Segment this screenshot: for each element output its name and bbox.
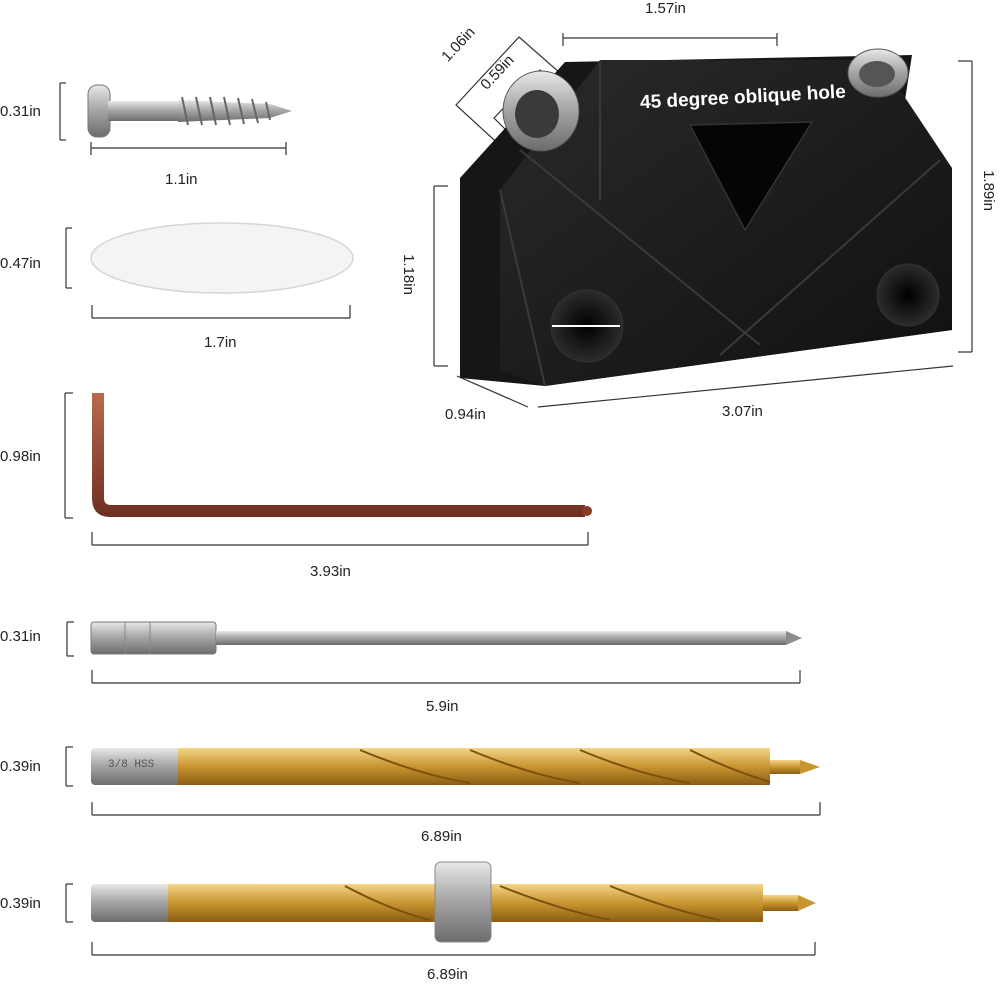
drill-bit-2: [65, 861, 816, 956]
dowel-length-label: 1.7in: [204, 334, 237, 351]
hex-key: [64, 392, 592, 546]
hex-key-length-label: 3.93in: [310, 563, 351, 580]
screw: [59, 82, 292, 155]
jig-height-right-label: 1.89in: [979, 170, 997, 211]
screwdriver-bit-length-label: 5.9in: [426, 698, 459, 715]
hex-key-height-label: 0.98in: [0, 448, 41, 465]
drill-bit-1-engraving: 3/8 HSS: [108, 759, 155, 771]
drill-bit-2-length-label: 6.89in: [427, 966, 468, 983]
jig-depth-label: 0.94in: [445, 406, 486, 423]
pocket-hole-jig: [433, 33, 973, 408]
jig-top-width-label: 1.57in: [645, 0, 686, 17]
drill-bit-1-height-label: 0.39in: [0, 758, 41, 775]
jig-height-left-label: 1.18in: [399, 254, 417, 295]
screwdriver-bit: [66, 621, 802, 684]
dowel-height-label: 0.47in: [0, 255, 41, 272]
screwdriver-bit-height-label: 0.31in: [0, 628, 41, 645]
jig-length-label: 3.07in: [722, 403, 763, 420]
drill-bit-1-length-label: 6.89in: [421, 828, 462, 845]
screw-length-label: 1.1in: [165, 171, 198, 188]
dowel-plug: [65, 222, 354, 319]
drill-bit-2-height-label: 0.39in: [0, 895, 41, 912]
drill-bit-1: [65, 746, 821, 816]
screw-height-label: 0.31in: [0, 103, 41, 120]
